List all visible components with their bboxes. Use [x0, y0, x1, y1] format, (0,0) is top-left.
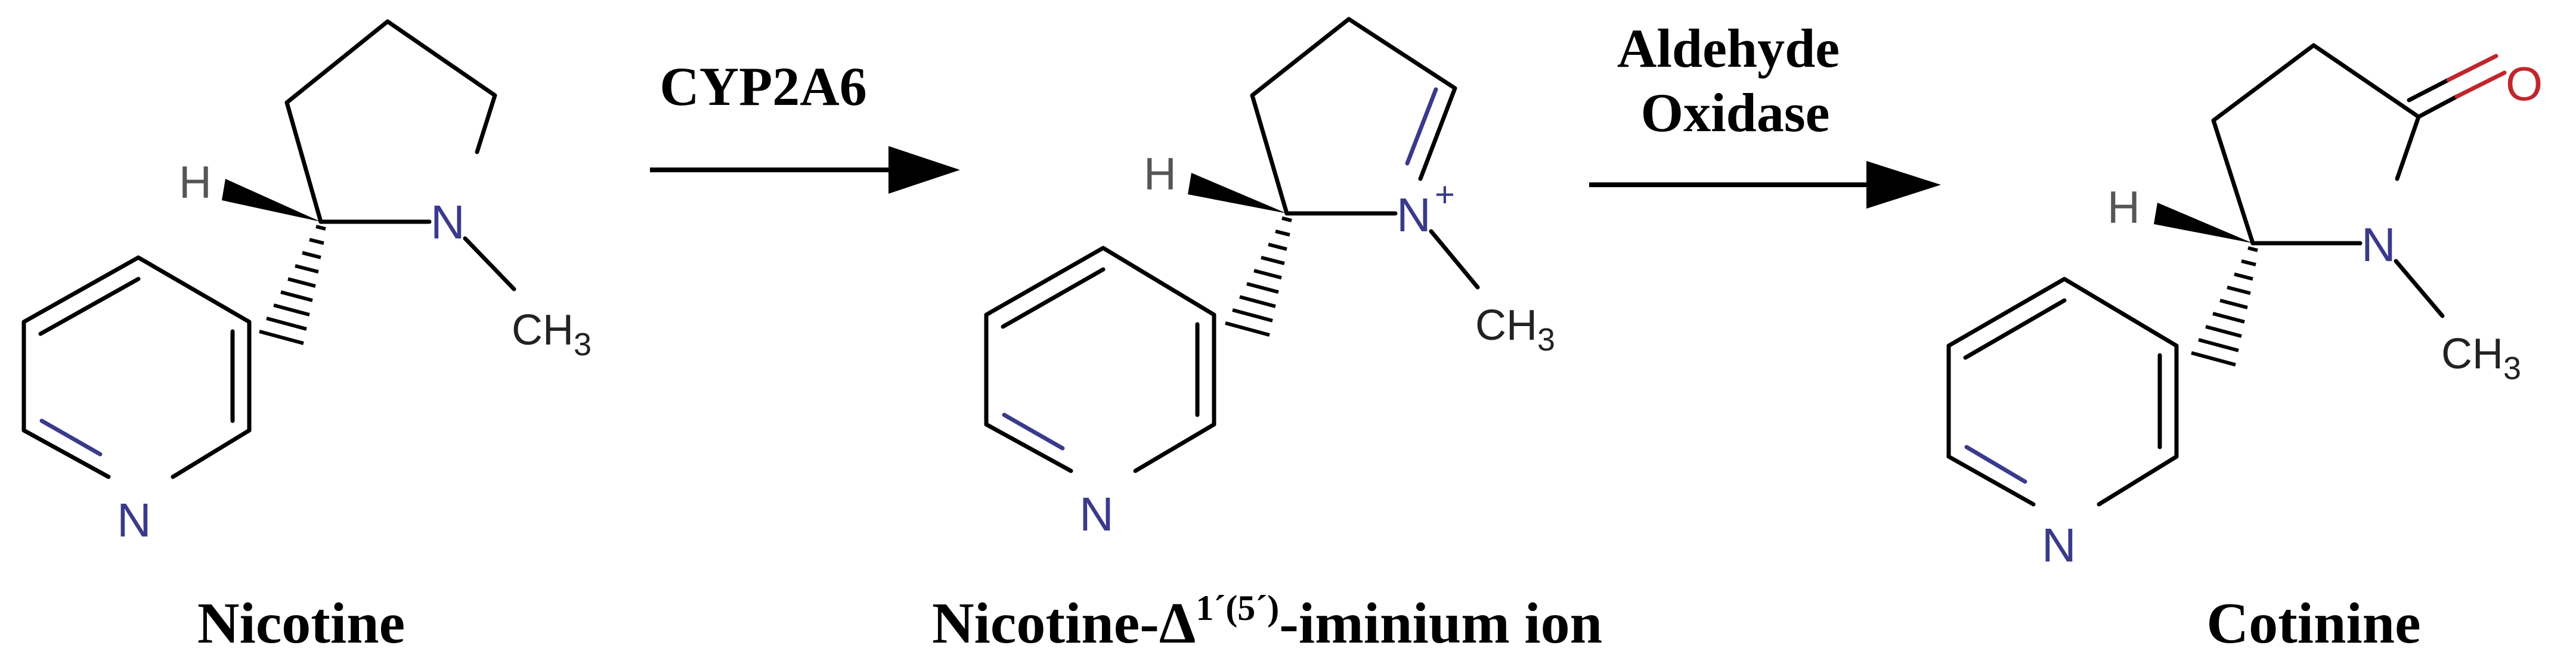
- iminium-c-n-double-inner: [1405, 87, 1438, 166]
- enzyme-aldehyde-oxidase: Aldehyde Oxidase: [1617, 18, 1853, 143]
- nicotine-ring-bonds: [284, 19, 497, 224]
- iminium-structure: H N + CH3 N: [984, 17, 1555, 541]
- cotinine-name: Cotinine: [2206, 591, 2420, 656]
- nicotine-n-label: N: [431, 196, 465, 249]
- nicotine-methyl-label: CH3: [512, 306, 592, 362]
- iminium-pyridine-n-label: N: [1079, 488, 1114, 541]
- iminium-hash-bond: [1225, 216, 1292, 337]
- nicotine-pyridine-double-3: [39, 418, 103, 457]
- nicotine-h-wedge: [222, 179, 321, 222]
- cotinine-pyridine-n-label: N: [2042, 519, 2076, 572]
- cotinine-pyridine-double-3: [1964, 445, 2027, 484]
- cotinine-structure: H O N CH3 N: [1946, 43, 2543, 572]
- cotinine-methyl-label: CH3: [2441, 330, 2521, 386]
- nicotine-n-methyl-bond: [463, 236, 516, 291]
- nicotine-pyridine-n-label: N: [117, 494, 151, 547]
- cotinine-c-o-double-outer-red: [2454, 70, 2507, 99]
- iminium-name: Nicotine-Δ1´(5´)-iminium ion: [932, 588, 1602, 656]
- iminium-n-methyl-bond: [1429, 229, 1480, 290]
- cotinine-hash-bond: [2191, 246, 2258, 367]
- nicotine-pyridine-double-1: [38, 277, 141, 336]
- cotinine-h-wedge: [2154, 203, 2253, 243]
- iminium-ring-bonds: [1250, 17, 1457, 216]
- enzyme-cyp2a6: CYP2A6: [660, 56, 867, 117]
- iminium-n-label: N: [1397, 188, 1431, 241]
- cotinine-o-label: O: [2506, 57, 2543, 110]
- cotinine-ring-bonds: [2211, 43, 2421, 246]
- cotinine-c-o-double-inner-red: [2446, 54, 2498, 82]
- nicotine-hash-bond: [259, 225, 326, 345]
- cotinine-h-label: H: [2107, 182, 2140, 233]
- cotinine-n-methyl-bond: [2394, 259, 2445, 318]
- reaction-arrow-1: [650, 146, 960, 194]
- nicotine-name: Nicotine: [197, 591, 405, 656]
- reaction-arrow-2: [1589, 161, 1941, 209]
- nicotine-structure: H N CH3 N: [21, 19, 592, 547]
- iminium-charge-label: +: [1435, 175, 1455, 214]
- iminium-methyl-label: CH3: [1475, 302, 1555, 358]
- cotinine-pyridine-double-1: [1963, 298, 2067, 360]
- iminium-h-label: H: [1144, 149, 1176, 200]
- cotinine-pyridine-bonds: [1946, 277, 2179, 507]
- cotinine-n-label: N: [2361, 218, 2396, 271]
- iminium-pyridine-double-3: [1002, 412, 1065, 451]
- iminium-pyridine-double-1: [1001, 267, 1106, 329]
- iminium-h-wedge: [1188, 173, 1287, 213]
- iminium-pyridine-bonds: [984, 246, 1216, 473]
- cotinine-c-o-double-inner: [2407, 77, 2451, 103]
- nicotine-h-label: H: [179, 157, 212, 208]
- cotinine-c-o-double-outer: [2416, 94, 2459, 119]
- nicotine-pyridine-bonds: [21, 255, 252, 479]
- iminium-c-n-double-outer: [1418, 86, 1457, 181]
